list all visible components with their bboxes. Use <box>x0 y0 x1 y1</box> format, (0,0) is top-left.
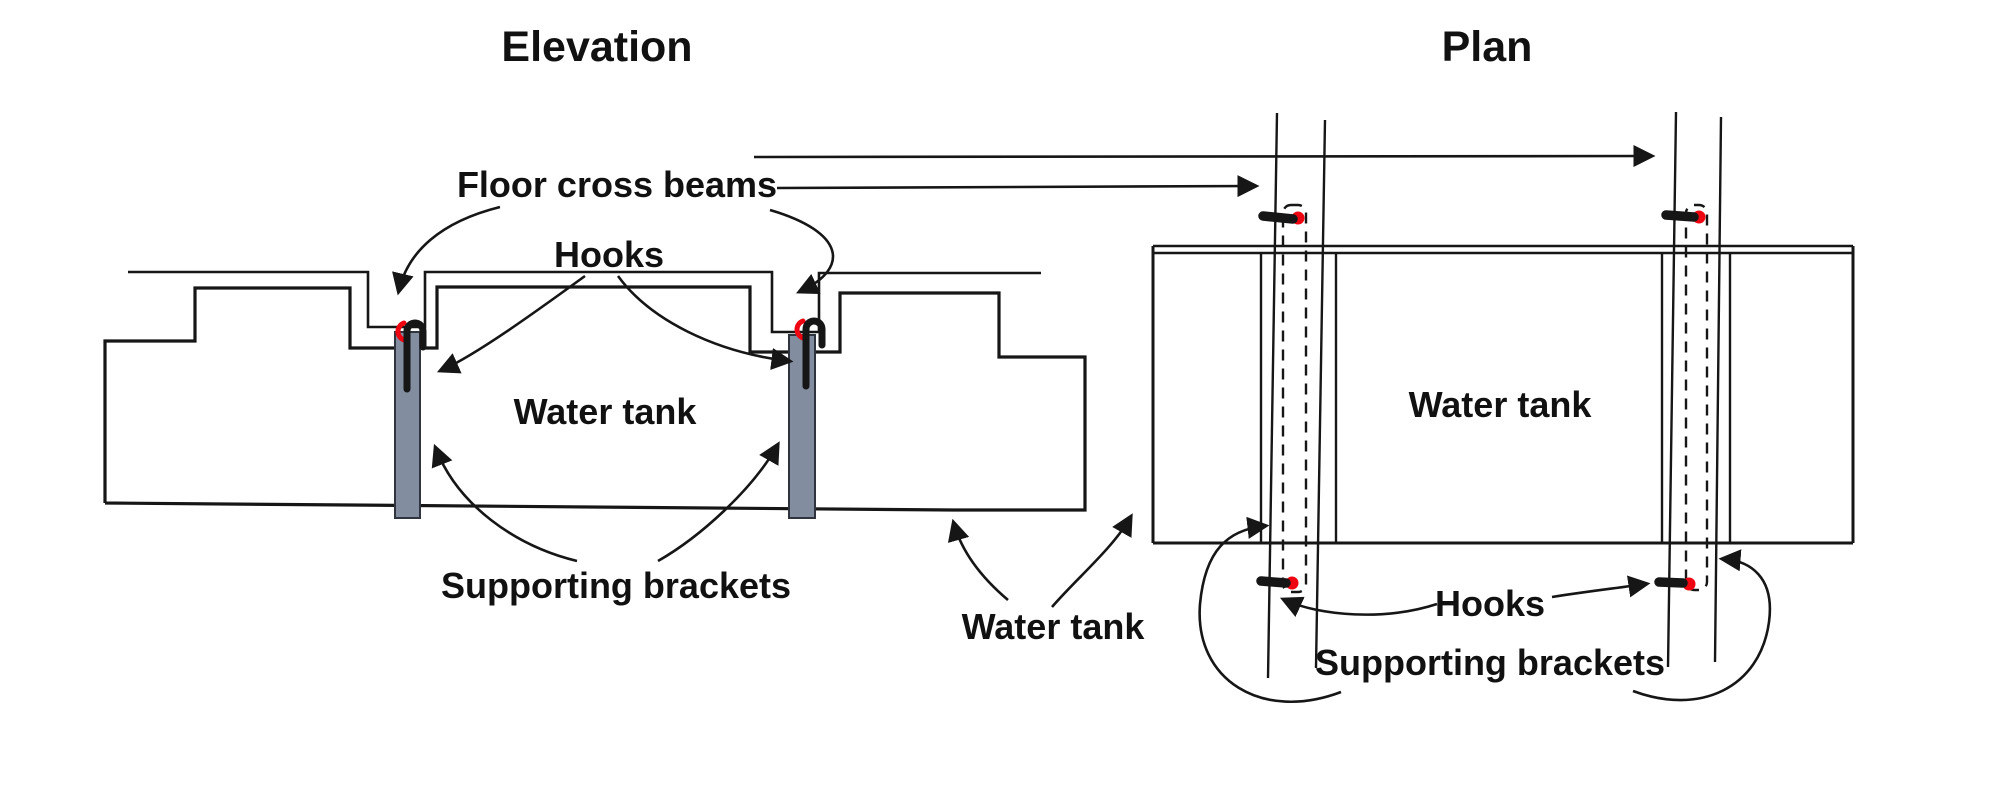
plan-supporting-bracket-left-dashed <box>1281 203 1308 594</box>
elevation-hook-red-mark-left <box>395 320 407 343</box>
plan-hook-left-top <box>1258 211 1305 225</box>
plan-label-hooks: Hooks <box>1435 583 1545 624</box>
plan-hook-right-bottom <box>1654 577 1696 591</box>
arrow-floor-cross-beams-to-plan-left-beam <box>776 175 1260 198</box>
elevation-hook-right <box>802 317 826 390</box>
elevation-hook-red-mark-right <box>794 318 806 341</box>
arrow-floor-cross-beams-to-plan-right-beam <box>753 144 1656 168</box>
plan-supporting-bracket-right-dashed <box>1684 203 1709 592</box>
plan-cross-beam-right-line-b <box>1713 116 1723 663</box>
plan-title: Plan <box>1442 23 1533 71</box>
annotation-arrows <box>392 144 1772 703</box>
plan-hook-bar <box>1258 211 1298 224</box>
plan-view <box>1151 111 1855 679</box>
plan-label-supporting-brackets: Supporting brackets <box>1315 642 1665 683</box>
plan-hook-bar <box>1654 577 1688 588</box>
plan-cross-beam-left-line-b <box>1314 119 1327 669</box>
arrow-supporting-brackets-to-right-bracket <box>657 441 780 563</box>
plan-hook-bar <box>1661 210 1699 222</box>
plan-label-water-tank: Water tank <box>1409 384 1593 425</box>
arrow-plan-supporting-brackets-right-curve <box>1632 549 1772 702</box>
plan-hook-bar <box>1256 576 1291 588</box>
elevation-water-tank-outline <box>103 285 1087 512</box>
arrow-hooks-to-left-hook <box>436 274 586 374</box>
shared-label-water-tank: Water tank <box>962 606 1146 647</box>
arrow-floor-cross-beams-to-left-notch <box>392 205 501 296</box>
elevation-floor-profile <box>128 270 1041 334</box>
arrow-floor-cross-beams-to-right-notch <box>769 208 835 294</box>
elevation-label-hooks: Hooks <box>554 234 664 275</box>
elevation-label-floor-cross-beams: Floor cross beams <box>457 164 777 205</box>
arrow-plan-hooks-to-left-hook <box>1279 596 1438 617</box>
plan-hook-right-top <box>1661 210 1706 224</box>
elevation-title: Elevation <box>501 23 692 71</box>
elevation-label-water-tank: Water tank <box>514 391 698 432</box>
annotation-text: Elevation Plan Floor cross beams Hooks W… <box>441 23 1665 683</box>
plan-cross-beam-left-line-a <box>1266 112 1279 679</box>
arrow-water-tank-to-elevation-tank <box>947 518 1009 601</box>
elevation-view <box>103 270 1087 519</box>
elevation-label-supporting-brackets: Supporting brackets <box>441 565 791 606</box>
plan-cross-beam-right-line-a <box>1666 111 1678 668</box>
elevation-hook-left <box>403 319 427 393</box>
arrow-plan-hooks-to-right-hook <box>1551 575 1651 599</box>
elevation-supporting-bracket-right <box>788 334 816 519</box>
arrow-plan-supporting-brackets-left-curve <box>1198 516 1342 703</box>
arrow-water-tank-to-plan-tank <box>1051 513 1133 608</box>
arrow-supporting-brackets-to-left-bracket <box>431 443 578 563</box>
plan-hook-left-bottom <box>1256 576 1299 590</box>
arrow-hooks-to-right-hook <box>616 275 794 370</box>
